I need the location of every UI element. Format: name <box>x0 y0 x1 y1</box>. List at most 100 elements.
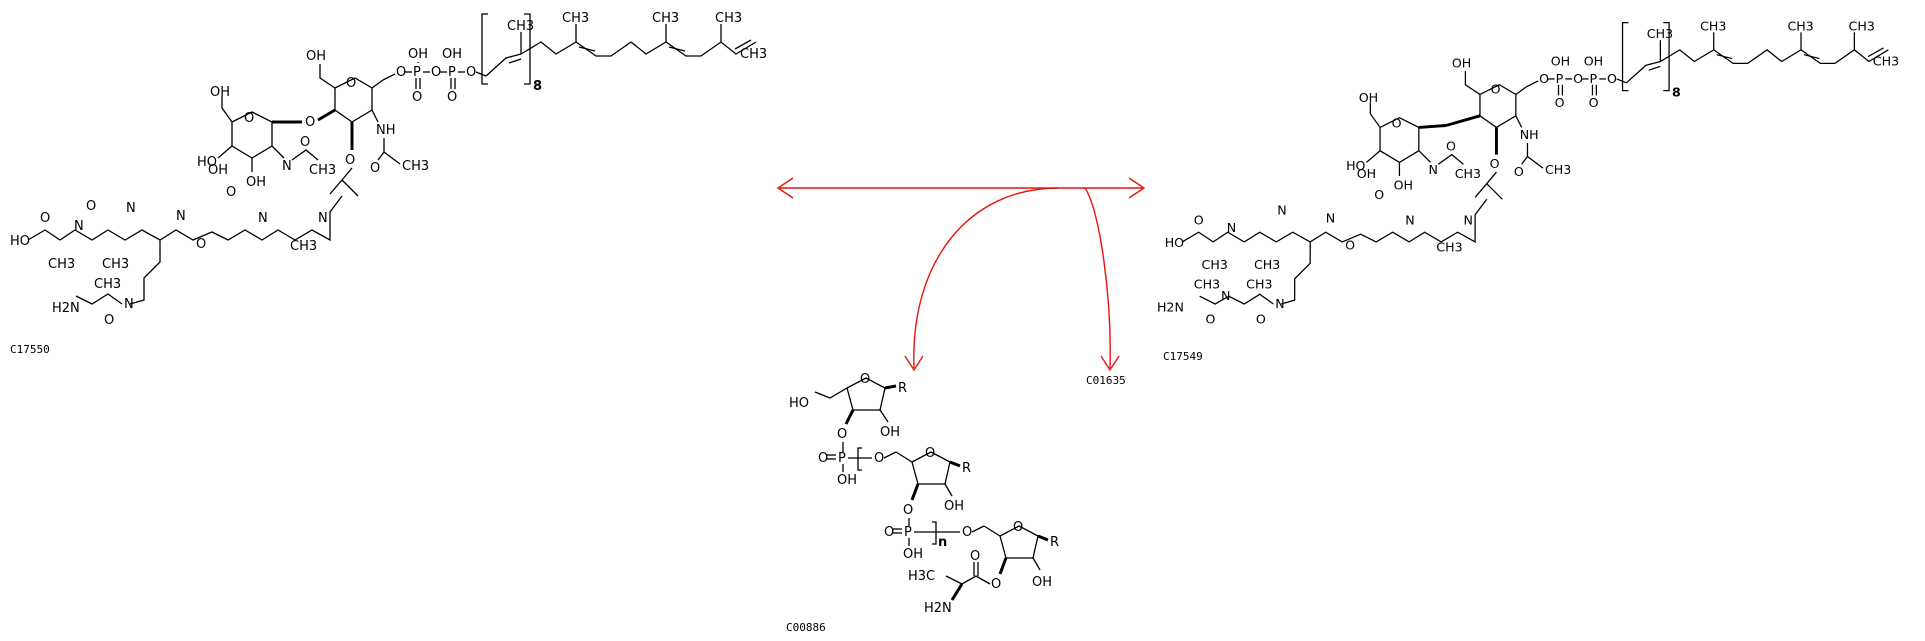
repeat-bracket <box>857 447 862 471</box>
ribose-wedge <box>844 409 855 425</box>
atom-amide: NH <box>1520 127 1539 142</box>
acetyl-bond <box>383 138 401 165</box>
atom-o: O <box>1589 95 1599 110</box>
atom-o: O <box>396 65 406 80</box>
compound-id-c17549: C17549 <box>1163 350 1203 363</box>
atom-hydroxyl: OH <box>210 85 230 100</box>
atom-methyl: CH3 <box>1246 276 1272 291</box>
atom-amide: NH <box>376 123 396 138</box>
prenyl-chain <box>1625 49 1889 84</box>
atom-o: O <box>300 135 310 150</box>
phosphate-bond <box>1616 78 1627 84</box>
atom-o: O <box>903 503 913 518</box>
compound-id-c17550: C17550 <box>10 343 50 356</box>
atom-amide: N <box>258 211 268 226</box>
atom-hydroxyl: HO <box>1165 235 1184 250</box>
atom-amide: N <box>1326 210 1335 225</box>
ribose-ring <box>999 525 1039 559</box>
atom-phosphorus: P <box>904 525 912 540</box>
phosphate-bond <box>475 71 487 77</box>
atom-ring-oxygen: O <box>1392 115 1402 130</box>
atom-hydroxyl: OH <box>1359 90 1378 105</box>
sugar-bond <box>319 64 336 89</box>
sugar-bond <box>221 96 233 123</box>
atom-o: O <box>874 451 884 466</box>
atom-amide: N <box>74 219 84 234</box>
peptide-backbone <box>27 195 343 242</box>
reaction-arrows <box>776 177 1146 372</box>
atom-hydroxyl: HO <box>10 234 30 249</box>
ribose-bond <box>983 525 1001 537</box>
arrow-curve-to-c01635 <box>1084 187 1111 369</box>
atom-methyl: CH3 <box>652 11 679 26</box>
atom-hydroxyl: OH <box>306 49 326 64</box>
atom-amide: N <box>1277 203 1286 218</box>
atom-ring-oxygen: O <box>244 111 254 126</box>
arrowhead-right <box>1128 177 1146 199</box>
compound-id-c00886: C00886 <box>786 621 826 634</box>
sugar-wedge <box>1445 114 1481 127</box>
atom-methyl: CH3 <box>1647 26 1673 41</box>
atom-methyl: CH3 <box>94 277 121 292</box>
atom-amide: N <box>124 297 134 312</box>
alanyl-wedge <box>950 583 964 601</box>
atom-methyl: H3C <box>908 569 935 584</box>
acetyl-bond <box>291 149 319 161</box>
lysine-side-chain <box>129 240 161 305</box>
atom-o: O <box>962 525 972 540</box>
atom-ring-oxygen: O <box>1013 520 1023 535</box>
atom-o: O <box>40 211 50 226</box>
atom-methyl: CH3 <box>1194 276 1220 291</box>
atom-methyl: CH3 <box>1202 257 1228 272</box>
lactyl-bond <box>1486 183 1503 200</box>
compound-c17549: 8 CH3 CH3 CH3 CH3 CH3 O O O P P OH OH O … <box>1157 18 1899 326</box>
prenyl-double-bond <box>508 58 522 64</box>
atom-o: O <box>1514 164 1524 179</box>
atom-methyl: CH3 <box>507 19 534 34</box>
sugar-bond <box>1464 71 1481 95</box>
atom-methyl: CH3 <box>309 163 336 178</box>
sugar-wedge <box>317 108 336 122</box>
atom-o: O <box>1607 71 1617 86</box>
atom-methyl: CH3 <box>1873 53 1899 68</box>
atom-ether-oxygen: O <box>1490 156 1500 171</box>
atom-hydroxyl: OH <box>1584 53 1603 68</box>
alanine-bond <box>1199 293 1274 305</box>
atom-o: O <box>837 427 847 442</box>
atom-amide: N <box>1275 296 1284 311</box>
ribose-ring <box>911 451 951 485</box>
atom-o: O <box>370 161 380 176</box>
atom-carboxyl-oh: OH <box>1357 166 1376 181</box>
atom-o: O <box>447 90 457 105</box>
atom-amide: N <box>1221 288 1230 303</box>
atom-o: O <box>305 115 315 130</box>
atom-hydroxyl: HO <box>197 155 217 170</box>
atom-methyl: CH3 <box>740 47 767 62</box>
lysine-side-chain <box>1280 241 1311 305</box>
atom-hydroxyl: OH <box>442 47 462 62</box>
atom-hydroxyl: OH <box>246 175 266 190</box>
ribose-wedge <box>998 557 1008 575</box>
atom-o: O <box>1555 95 1565 110</box>
atom-o: O <box>431 65 441 80</box>
sugar-bond <box>371 109 379 123</box>
arrowhead-c01635 <box>1100 355 1120 372</box>
arrow-curve-to-c00886 <box>913 187 1059 369</box>
peptide-backbone <box>1181 198 1488 243</box>
repeat-bracket <box>932 521 937 545</box>
compound-c17550: 8 CH3 CH3 CH3 CH3 CH3 O O O P P OH OH O … <box>10 11 767 328</box>
atom-amide: N <box>176 209 186 224</box>
ribose-wedge <box>949 460 961 468</box>
atom-hydroxyl: OH <box>903 547 923 562</box>
repeat-count: 8 <box>1672 84 1681 99</box>
atom-o: O <box>1539 71 1549 86</box>
ribose-bond <box>1032 557 1041 571</box>
prenyl-double-bond <box>578 46 596 52</box>
phosphate-bond <box>382 73 396 81</box>
atom-amide: N <box>318 211 328 226</box>
atom-o: O <box>412 90 422 105</box>
atom-amide: N <box>126 201 136 216</box>
atom-methyl: CH3 <box>1849 18 1875 33</box>
atom-amide: N <box>1429 162 1438 177</box>
